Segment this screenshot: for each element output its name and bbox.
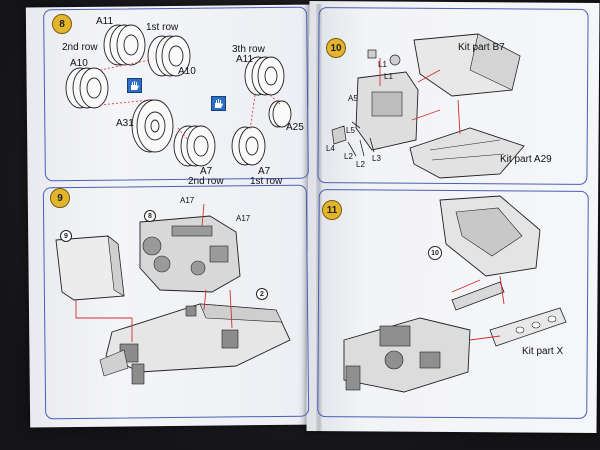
label-l1-a: L1 — [378, 60, 387, 69]
page-fold — [316, 4, 322, 434]
label-1st-row-right: 1st row — [250, 176, 283, 187]
step-10-badge: 10 — [326, 38, 346, 58]
label-a10-right: A10 — [178, 66, 196, 77]
step-8-badge: 8 — [52, 14, 72, 34]
label-2nd-row-mid: 2nd row — [188, 176, 224, 187]
callout-8: 8 — [144, 210, 156, 222]
callout-10: 10 — [428, 246, 442, 260]
label-3th-row: 3th row — [232, 44, 265, 55]
label-l2-b: L2 — [356, 160, 365, 169]
label-1st-row-top: 1st row — [146, 22, 179, 33]
label-a31: A31 — [116, 118, 134, 129]
label-kit-part-b7: Kit part B7 — [458, 42, 505, 53]
label-kit-part-a29: Kit part A29 — [500, 154, 552, 165]
label-a5: A5 — [348, 94, 358, 103]
label-l4: L4 — [326, 144, 335, 153]
label-l2-a: L2 — [344, 152, 353, 161]
label-a25: A25 — [286, 122, 304, 133]
label-a7-right: A7 — [258, 166, 271, 177]
label-kit-part-x: Kit part X — [522, 346, 564, 357]
callout-2: 2 — [256, 288, 268, 300]
hand-glue-icon — [211, 96, 226, 111]
label-l5: L5 — [346, 126, 355, 135]
label-l1-b: L1 — [384, 72, 393, 81]
label-a17-right: A17 — [236, 214, 251, 223]
step-11-badge: 11 — [322, 200, 342, 220]
label-2nd-row-left: 2nd row — [62, 42, 98, 53]
label-a11-top: A11 — [96, 16, 114, 27]
label-a17-top: A17 — [180, 196, 195, 205]
step-9-badge: 9 — [50, 188, 70, 208]
label-a10-left: A10 — [70, 58, 88, 69]
label-a11-right: A11 — [236, 54, 254, 65]
label-a7-mid: A7 — [200, 166, 213, 177]
hand-glue-icon — [127, 78, 142, 93]
label-l3: L3 — [372, 154, 381, 163]
callout-9: 9 — [60, 230, 72, 242]
